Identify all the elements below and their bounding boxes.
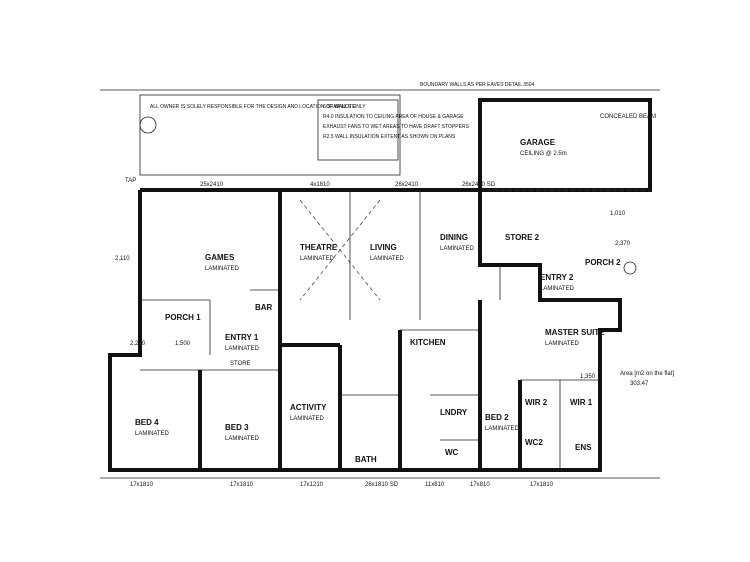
room-bed4-sub: LAMINATED [135, 431, 170, 437]
room-garage-sub: CEILING @ 2.5m [520, 151, 567, 157]
dim-left-1: 2,200 [130, 341, 146, 347]
room-entry2: ENTRY 2 [540, 273, 574, 282]
room-wir2: WIR 2 [525, 398, 548, 407]
dim-right-2: 1,010 [610, 211, 626, 217]
garage-concealed-beam: CONCEALED BEAM [600, 114, 656, 120]
diagonal-hatch-2 [299, 199, 381, 301]
dim-bottom-4: 26x1810 SD [365, 482, 399, 488]
house-outer-walls [108, 188, 622, 472]
dim-top-mid2: 26x2410 [395, 182, 419, 188]
room-ens: ENS [575, 443, 592, 452]
dim-bottom-1: 17x1810 [130, 482, 154, 488]
dim-top-right: 26x2410 SD [462, 182, 496, 188]
dim-right-1: 2,370 [615, 241, 631, 247]
room-bed3-sub: LAMINATED [225, 436, 260, 442]
north-arrow-icon [139, 116, 157, 134]
room-kitchen: KITCHEN [410, 338, 446, 347]
star-note-3: R2.5 WALL INSULATION EXTENT AS SHOWN ON … [323, 134, 456, 140]
room-theatre: THEATRE [300, 243, 338, 252]
room-porch2: PORCH 2 [585, 258, 621, 267]
room-master-sub: LAMINATED [545, 341, 580, 347]
room-bed2-sub: LAMINATED [485, 426, 520, 432]
room-games: GAMES [205, 253, 235, 262]
dim-bottom-3: 17x1210 [300, 482, 324, 488]
room-bath: BATH [355, 455, 377, 464]
room-theatre-sub: LAMINATED [300, 256, 335, 262]
room-store2: STORE 2 [505, 233, 540, 242]
dim-bottom-2: 17x1810 [230, 482, 254, 488]
room-master-suite: MASTER SUITE [545, 328, 605, 337]
room-bed2: BED 2 [485, 413, 509, 422]
room-bed3: BED 3 [225, 423, 249, 432]
section-marker-icon [623, 261, 637, 275]
room-living: LIVING [370, 243, 397, 252]
star-note-1: R4.0 INSULATION TO CEILING AREA OF HOUSE… [323, 114, 464, 120]
dim-top-left: 25x2410 [200, 182, 224, 188]
room-wc2: WC2 [525, 438, 543, 447]
room-dining-sub: LAMINATED [440, 246, 475, 252]
star-note-box [317, 99, 399, 161]
owner-note: ALL OWNER IS SOLELY RESPONSIBLE FOR THE … [150, 104, 366, 110]
room-wc: WC [445, 448, 459, 457]
room-wir1: WIR 1 [570, 398, 593, 407]
dim-top-mid: 4x1810 [310, 182, 330, 188]
star-note-2: EXHAUST FANS TO WET AREAS TO HAVE DRAFT … [323, 124, 470, 130]
room-garage: GARAGE [520, 138, 556, 147]
area-label: Area [m2 on the flat] [620, 371, 674, 377]
room-entry2-sub: LAMINATED [540, 286, 575, 292]
dim-bottom-7: 17x1810 [530, 482, 554, 488]
dim-left-2: 1,500 [175, 341, 191, 347]
room-bar: BAR [255, 303, 273, 312]
star-note-title: 6 STAR NOTE [323, 104, 356, 110]
room-games-sub: LAMINATED [205, 266, 240, 272]
tap-label: TAP [125, 178, 136, 184]
notes-block [139, 94, 401, 176]
area-value: 303.47 [630, 381, 649, 387]
room-porch1: PORCH 1 [165, 313, 201, 322]
dim-right-3: 1,350 [580, 374, 596, 380]
boundary-note: BOUNDARY WALLS AS PER EAVES DETAIL 3504 [420, 82, 535, 88]
room-lndry: LNDRY [440, 408, 468, 417]
dim-left-3: 2,110 [115, 256, 130, 262]
room-living-sub: LAMINATED [370, 256, 405, 262]
room-bed4: BED 4 [135, 418, 159, 427]
room-activity-sub: LAMINATED [290, 416, 325, 422]
dim-bottom-6: 17x810 [470, 482, 490, 488]
room-dining: DINING [440, 233, 468, 242]
room-entry1-sub: LAMINATED [225, 346, 260, 352]
room-activity: ACTIVITY [290, 403, 327, 412]
room-entry1: ENTRY 1 [225, 333, 259, 342]
dim-bottom-5: 11x810 [425, 482, 445, 488]
room-store: STORE [230, 361, 251, 367]
